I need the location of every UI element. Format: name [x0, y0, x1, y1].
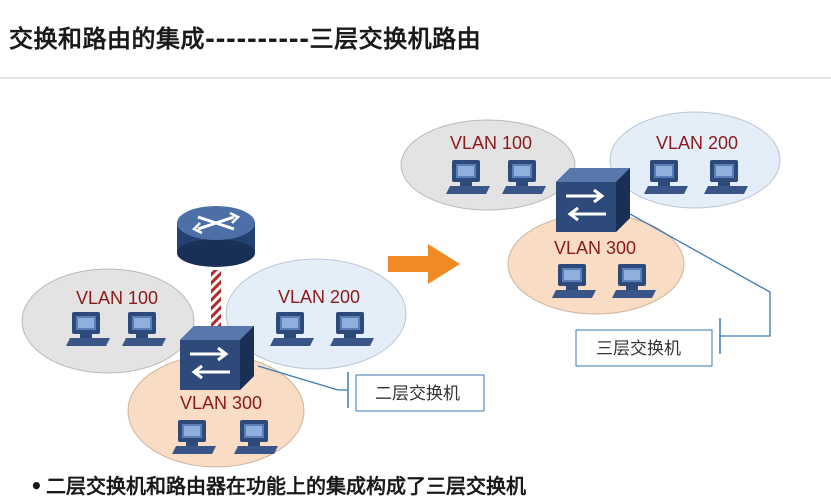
right-diagram: VLAN 100 VLAN 200 VLAN 300 三层交换机: [400, 111, 781, 367]
router-icon: [177, 206, 255, 267]
l2-switch-label: 二层交换机: [375, 384, 460, 404]
vlan-100-label: VLAN 100: [450, 133, 532, 153]
left-diagram: VLAN 100 VLAN 200 VLAN 300 二层交换机: [21, 206, 485, 468]
callout-line: [629, 213, 771, 337]
vlan-100-zone: [21, 268, 195, 374]
l2-switch-callout-box: [355, 374, 485, 412]
vlan-300-label: VLAN 300: [554, 238, 636, 258]
bullet-dot-icon: •: [30, 474, 43, 498]
vlan-200-label: VLAN 200: [278, 287, 360, 307]
switch-icon: [554, 166, 632, 234]
callout-line: [257, 365, 348, 391]
l3-switch-callout-box: [575, 329, 713, 367]
page-title: 交换和路由的集成----------三层交换机路由: [9, 25, 482, 53]
arrow-right-icon: [388, 244, 460, 284]
vlan-300-label: VLAN 300: [180, 393, 262, 413]
switch-icon: [178, 324, 256, 392]
bullet-text: •二层交换机和路由器在功能上的集成构成了三层交换机: [30, 470, 526, 499]
vlan-200-label: VLAN 200: [656, 133, 738, 153]
router-link: [211, 270, 221, 326]
vlan-100-label: VLAN 100: [76, 288, 158, 308]
vlan-200-zone: [609, 111, 781, 209]
title-divider: [0, 77, 831, 79]
l3-switch-label: 三层交换机: [596, 339, 681, 359]
bullet-text-content: 二层交换机和路由器在功能上的集成构成了三层交换机: [46, 474, 526, 498]
